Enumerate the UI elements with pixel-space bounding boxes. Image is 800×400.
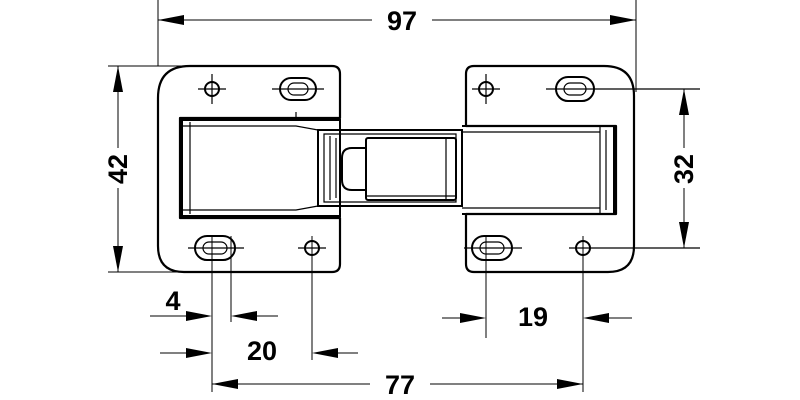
dimension-hole-pitch-left: 20 [160,336,358,366]
right-mounting-plate [464,64,636,274]
dimension-hole-spacing-horizontal: 77 [212,366,583,400]
label-20: 20 [247,336,277,366]
dimension-edge-offset: 4 [150,286,278,321]
hinge-body [181,119,615,217]
left-top-slot-hole [272,77,324,101]
left-top-round-hole [198,74,226,104]
label-19: 19 [518,302,548,332]
dimension-right-hole-offset: 19 [442,302,632,332]
label-42: 42 [103,154,133,184]
label-32: 32 [669,154,699,184]
right-bottom-slot-hole [464,235,522,261]
label-77: 77 [385,370,415,400]
left-mounting-plate [156,64,342,274]
right-top-round-hole [472,74,500,104]
label-97: 97 [387,6,417,36]
dimension-hole-spacing-vertical: 32 [666,89,702,248]
dimension-overall-width: 97 [157,0,637,92]
dimension-overall-height: 42 [100,65,190,273]
label-4: 4 [165,286,180,316]
hole-extension-lines [211,236,584,392]
left-bottom-slot-hole [188,235,244,261]
right-top-slot-hole [546,76,700,102]
